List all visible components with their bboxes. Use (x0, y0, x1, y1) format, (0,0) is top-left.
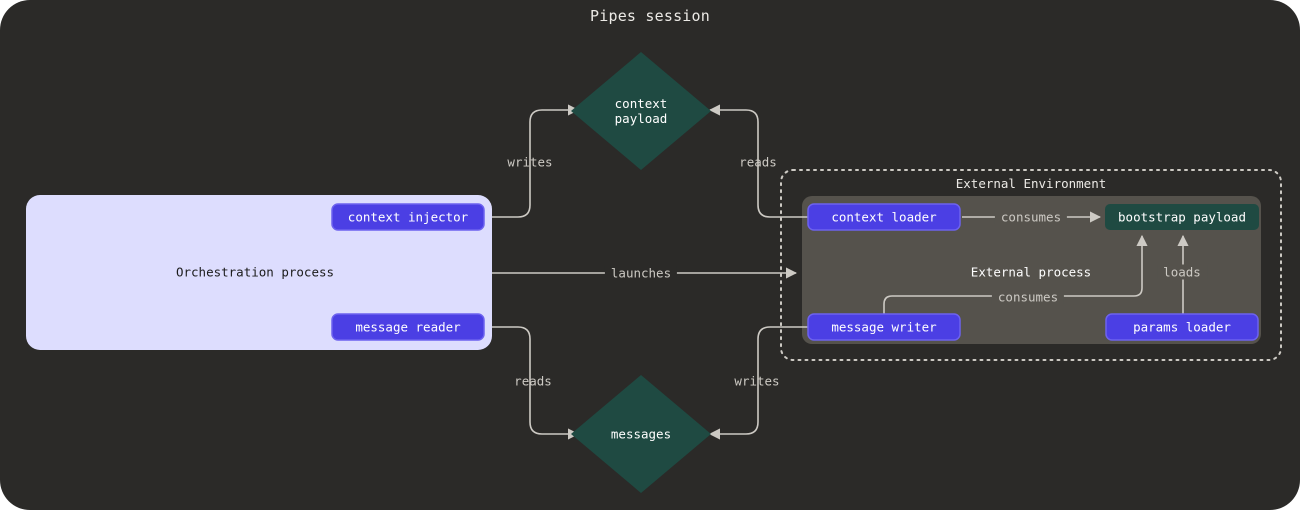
context-payload-asset[interactable] (571, 52, 711, 170)
edge-consumes-message-writer-label: consumes (991, 289, 1065, 305)
message-writer-badge[interactable] (808, 314, 960, 340)
messages-asset-shape[interactable] (571, 375, 711, 493)
orchestration-process-box (26, 195, 492, 350)
params-loader-badge[interactable] (1106, 314, 1258, 340)
message-reader-badge-shape[interactable] (331, 313, 485, 341)
edge-writes-messages-path (708, 326, 808, 440)
external-process-box (802, 196, 1261, 344)
edge-writes-context-label: writes (507, 154, 553, 170)
context-injector-badge[interactable] (332, 204, 484, 230)
edge-writes-messages-label: writes (734, 373, 780, 389)
bootstrap-payload-asset[interactable] (1105, 204, 1259, 230)
edge-writes-context-path (492, 104, 580, 218)
edge-consumes-context-loader-label: consumes (994, 209, 1068, 225)
edge-launches-label: launches (604, 265, 678, 281)
external-process-title: External process (970, 264, 1092, 280)
edge-reads-context-path (708, 104, 808, 218)
message-writer-badge-shape[interactable] (807, 313, 961, 341)
params-loader-badge-shape[interactable] (1105, 313, 1259, 341)
bootstrap-payload-asset-shape[interactable] (1105, 204, 1259, 230)
context-payload-asset-shape[interactable] (571, 52, 711, 170)
edge-reads-context-label: reads (739, 154, 777, 170)
context-loader-badge[interactable] (808, 204, 960, 230)
message-reader-badge[interactable] (332, 314, 484, 340)
edge-loads-label: loads (1157, 264, 1207, 280)
edge-reads-messages-path (492, 326, 580, 440)
orchestration-process-title: Orchestration process (175, 264, 335, 280)
context-injector-badge-shape[interactable] (331, 203, 485, 231)
messages-asset[interactable] (571, 375, 711, 493)
page-title: Pipes session (590, 7, 710, 25)
external-environment-title: External Environment (955, 176, 1107, 191)
external-environment-cluster (780, 169, 1282, 361)
edge-reads-messages-label: reads (514, 373, 552, 389)
context-loader-badge-shape[interactable] (807, 203, 961, 231)
